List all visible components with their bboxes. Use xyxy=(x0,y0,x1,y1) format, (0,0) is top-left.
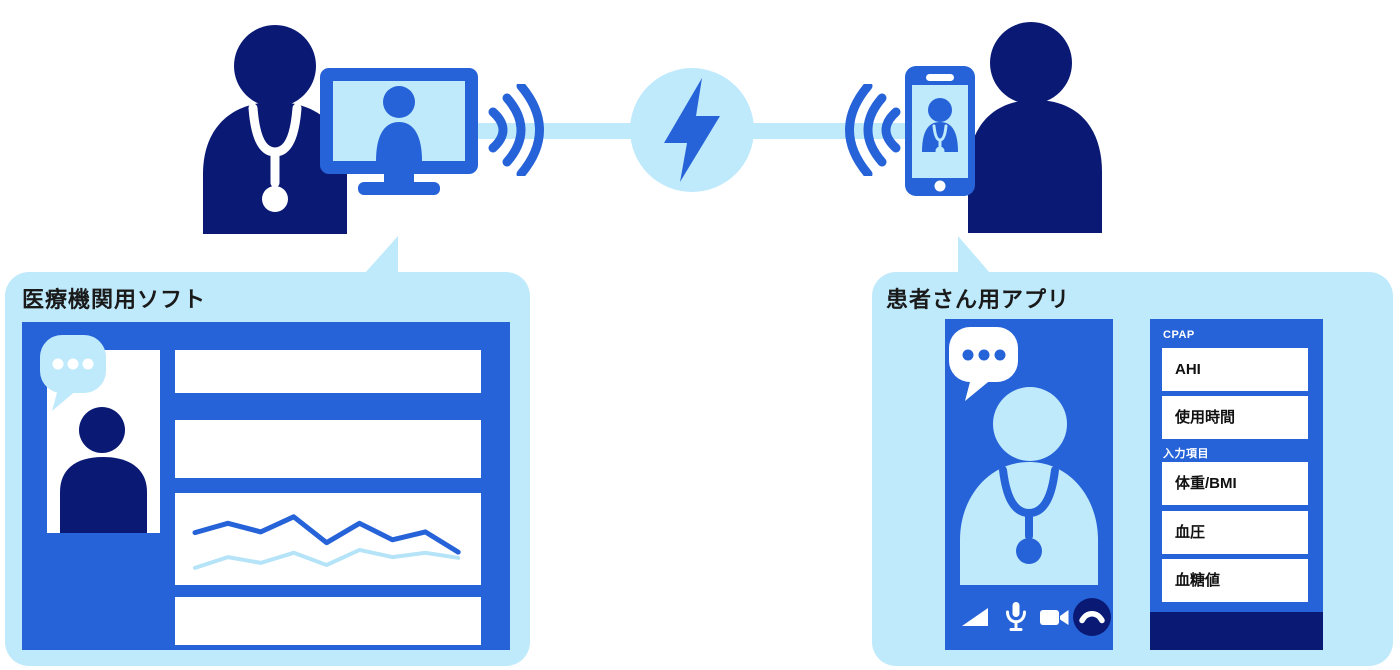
patient-app-title: 患者さん用アプリ xyxy=(886,287,1071,312)
monitor-icon xyxy=(320,68,478,195)
medical-software-panel: 医療機関用ソフト xyxy=(5,272,530,666)
chat-bubble-icon xyxy=(949,327,1018,401)
wifi-waves-right-icon xyxy=(845,84,901,176)
record-field-blank xyxy=(175,420,481,478)
video-call-tile xyxy=(47,350,160,533)
field-weight-bmi: 体重/BMI xyxy=(1162,462,1308,505)
trend-chart xyxy=(192,514,461,570)
app-data-panel: CPAP AHI 使用時間 入力項目 体重/BMI 血圧 血糖値 xyxy=(1150,319,1323,650)
medical-software-title: 医療機関用ソフト xyxy=(22,287,207,312)
right-panel-tail xyxy=(958,236,990,273)
person-silhouette-icon xyxy=(60,407,147,533)
smartphone-icon xyxy=(905,66,975,196)
medical-software-screen xyxy=(22,322,510,650)
field-ahi: AHI xyxy=(1162,348,1308,391)
doctor-icon xyxy=(203,25,347,234)
chart-line-dark xyxy=(192,514,461,555)
record-field-blank xyxy=(175,597,481,645)
data-panel-footer xyxy=(1150,612,1323,650)
field-blood-glucose: 血糖値 xyxy=(1162,559,1308,602)
remote-doctor-icon xyxy=(960,387,1098,585)
wifi-waves-left-icon xyxy=(488,84,544,176)
record-field-blank xyxy=(175,350,481,393)
hang-up-button xyxy=(1073,598,1111,636)
cpap-section-label: CPAP xyxy=(1163,329,1195,341)
patient-icon xyxy=(968,22,1102,233)
video-camera-icon xyxy=(1040,610,1069,625)
field-usage-time: 使用時間 xyxy=(1162,396,1308,439)
signal-icon xyxy=(962,608,988,626)
hang-up-icon xyxy=(1079,611,1105,624)
trend-chart-field xyxy=(175,493,481,585)
left-panel-tail xyxy=(365,236,398,273)
app-video-call-screen xyxy=(945,319,1113,650)
chat-bubble-icon xyxy=(40,335,106,411)
patient-app-panel: 患者さん用アプリ xyxy=(872,272,1393,666)
input-section-label: 入力項目 xyxy=(1163,448,1209,460)
microphone-icon xyxy=(1006,602,1026,631)
lightning-bolt-icon xyxy=(664,78,720,182)
network-hub xyxy=(630,68,754,192)
chart-line-light xyxy=(193,547,461,570)
field-blood-pressure: 血圧 xyxy=(1162,511,1308,554)
